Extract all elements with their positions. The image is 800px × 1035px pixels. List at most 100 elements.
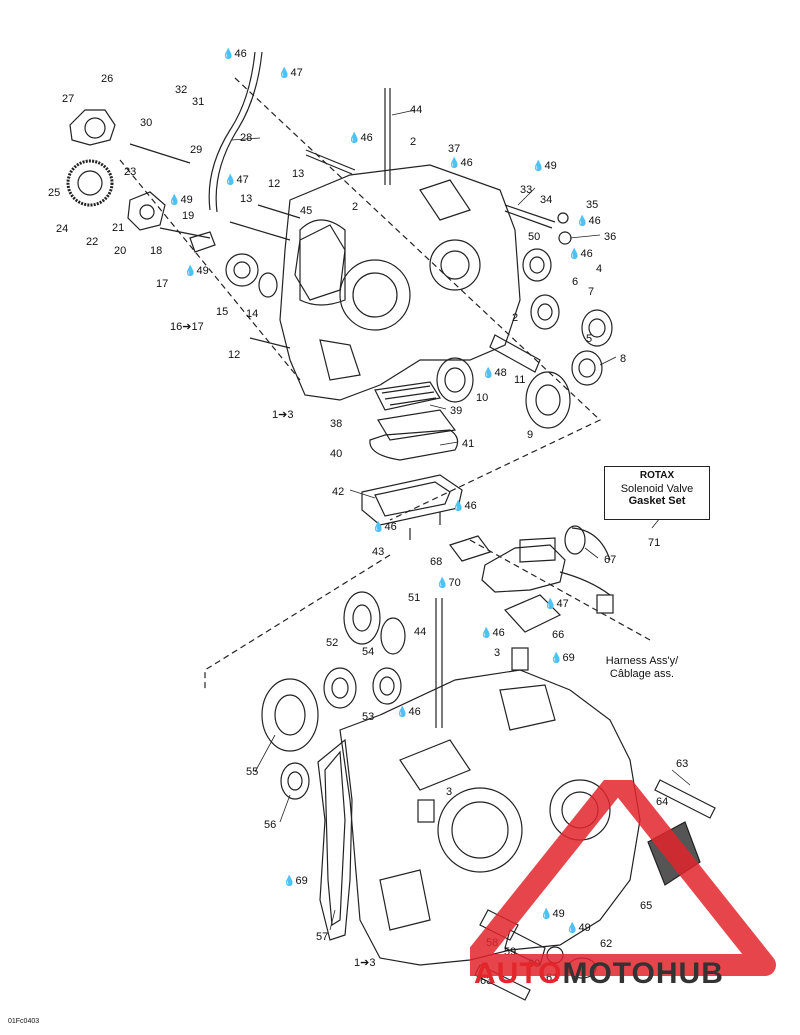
part-number: 13	[292, 168, 305, 180]
part-label-l47c: 💧47	[544, 598, 569, 611]
oil-drop-icon: 💧	[372, 522, 385, 533]
part-label-l25: 25	[48, 187, 60, 199]
oil-drop-icon: 💧	[396, 707, 409, 718]
oil-drop-icon: 💧	[550, 653, 563, 664]
part-number: 64	[656, 796, 669, 808]
part-number: 30	[140, 117, 153, 129]
watermark-part-2: MOTOHUB	[562, 957, 724, 990]
leader-lines	[231, 109, 691, 931]
part-number: 2	[352, 201, 359, 213]
oil-drop-icon: 💧	[168, 195, 181, 206]
part-number: 31	[192, 96, 205, 108]
oil-drop-icon: 💧	[452, 501, 465, 512]
part-number: 24	[56, 223, 69, 235]
part-label-l11: 11	[514, 374, 525, 386]
part-label-l38: 38	[330, 418, 342, 430]
part-label-l2a: 2	[410, 136, 416, 148]
oil-drop-icon: 💧	[222, 49, 235, 60]
part-label-l68: 68	[430, 556, 442, 568]
oil-drop-icon: 💧	[540, 909, 553, 920]
part-number: 46	[234, 48, 247, 60]
part-label-l49c: 💧49	[184, 265, 209, 278]
harness-line-1: Harness Ass'y/	[605, 655, 679, 667]
pump-parts-15-17	[159, 227, 278, 298]
part-label-l46a: 💧46	[222, 48, 247, 61]
part-number: 53	[362, 711, 375, 723]
part-label-l49e: 💧49	[566, 922, 591, 935]
part-label-l64: 64	[656, 796, 668, 808]
watermark-triangle	[470, 780, 776, 976]
part-number: 16➔17	[170, 321, 204, 333]
watermark-part-1: AUTO	[474, 957, 563, 990]
part-label-l35: 35	[586, 199, 598, 211]
part-number: 3	[446, 786, 453, 798]
part-number: 46	[492, 627, 505, 639]
part-number: 68	[430, 556, 443, 568]
oil-drop-icon: 💧	[576, 216, 589, 227]
harness-note: Harness Ass'y/ Câblage ass.	[592, 655, 692, 681]
part-number: 26	[101, 73, 114, 85]
part-number: 56	[264, 819, 277, 831]
part-number: 45	[300, 205, 313, 217]
part-label-l15: 15	[216, 306, 228, 318]
part-label-l43: 43	[372, 546, 384, 558]
part-label-l50: 50	[528, 231, 540, 243]
part-label-l26: 26	[101, 73, 113, 85]
part-label-l5: 5	[586, 333, 592, 345]
part-label-l49d: 💧49	[540, 908, 565, 921]
solenoid-valve-67	[481, 525, 614, 614]
bearings-left-lower	[261, 591, 406, 800]
part-label-l46h: 💧46	[480, 627, 505, 640]
part-label-l9: 9	[527, 429, 533, 441]
part-number: 44	[414, 626, 427, 638]
oil-drop-icon: 💧	[224, 175, 237, 186]
part-number: 9	[527, 429, 534, 441]
part-number: 71	[648, 537, 661, 549]
part-number: 46	[588, 215, 601, 227]
solenoid-valve-gasket-set-callout: ROTAX Solenoid Valve Gasket Set	[604, 466, 710, 520]
part-number: 32	[175, 84, 188, 96]
part-number: 1➔3	[354, 957, 376, 969]
part-number: 33	[520, 184, 533, 196]
stud-44-upper	[384, 88, 391, 185]
part-label-l29: 29	[190, 144, 202, 156]
part-number: 46	[408, 706, 421, 718]
part-label-l69b: 💧69	[283, 875, 308, 888]
part-number: 63	[480, 975, 493, 987]
stud-44-lower	[435, 598, 443, 728]
callout-line-1: Solenoid Valve	[620, 483, 694, 495]
oil-drop-icon: 💧	[544, 599, 557, 610]
oil-drop-icon: 💧	[436, 578, 449, 589]
part-label-l46f: 💧46	[452, 500, 477, 513]
part-label-l28: 28	[240, 132, 252, 144]
oil-drop-icon: 💧	[566, 923, 579, 934]
part-label-l54: 54	[362, 646, 374, 658]
part-number: 42	[332, 486, 345, 498]
part-label-l33: 33	[520, 184, 532, 196]
oil-drop-icon: 💧	[482, 368, 495, 379]
oil-drop-icon: 💧	[283, 876, 296, 887]
part-number: 35	[586, 199, 599, 211]
part-label-l44b: 44	[414, 626, 426, 638]
part-label-l24: 24	[56, 223, 68, 235]
oil-drop-icon: 💧	[568, 249, 581, 260]
part-number: 41	[462, 438, 475, 450]
part-label-l34: 34	[540, 194, 552, 206]
part-number: 63	[676, 758, 689, 770]
part-label-l63a: 63	[676, 758, 688, 770]
part-label-l8: 8	[620, 353, 626, 365]
part-label-l30: 30	[140, 117, 152, 129]
rotax-logo: ROTAX	[639, 470, 675, 481]
part-label-l12a: 12	[268, 178, 280, 190]
part-label-l42: 42	[332, 486, 344, 498]
part-label-l19: 19	[182, 210, 194, 222]
part-number: 49	[196, 265, 209, 277]
part-number: 8	[620, 353, 627, 365]
part-label-l69a: 💧69	[550, 652, 575, 665]
part-number: 20	[114, 245, 127, 257]
part-label-l52: 52	[326, 637, 338, 649]
oil-drop-icon: 💧	[448, 158, 461, 169]
part-number: 69	[295, 875, 308, 887]
part-label-l40: 40	[330, 448, 342, 460]
part-label-l2b: 2	[352, 201, 358, 213]
